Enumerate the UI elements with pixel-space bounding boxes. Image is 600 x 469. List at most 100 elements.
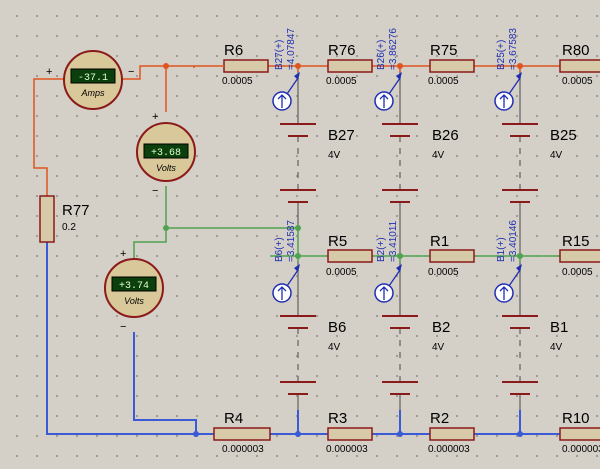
probe-name: B26(+) bbox=[376, 40, 387, 70]
probe-b1[interactable]: B1(+) =3.40146 bbox=[494, 220, 522, 303]
resistor-value: 0.000003 bbox=[428, 444, 470, 455]
meter-reading: +3.74 bbox=[119, 281, 149, 292]
resistor-r1[interactable]: R1 0.0005 bbox=[428, 233, 475, 278]
battery-name: B2 bbox=[432, 319, 450, 336]
probe-b6[interactable]: B6(+) =3.41587 bbox=[272, 220, 300, 303]
resistor-r76[interactable]: R76 0.0005 bbox=[326, 42, 373, 87]
probe-b2[interactable]: B2(+) =3.41011 bbox=[374, 220, 402, 303]
probe-value: =3.41587 bbox=[286, 220, 297, 262]
battery-voltage: 4V bbox=[328, 150, 341, 161]
resistor-value: 0.000003 bbox=[222, 444, 264, 455]
battery-name: B1 bbox=[550, 319, 568, 336]
resistor-value: 0.0005 bbox=[326, 267, 357, 278]
resistor-r10[interactable]: R10 0.000003 bbox=[559, 410, 600, 455]
meter-plus: + bbox=[120, 248, 126, 260]
battery-voltage: 4V bbox=[432, 342, 445, 353]
junction-dot bbox=[517, 63, 523, 69]
wire-inert-upper-to-mid bbox=[297, 202, 521, 256]
resistor-name: R77 bbox=[62, 202, 90, 219]
junction-dot bbox=[517, 253, 523, 259]
resistor-name: R5 bbox=[328, 233, 347, 250]
resistor-value: 0.0005 bbox=[562, 76, 593, 87]
wire-inert-upper-batteries bbox=[297, 136, 521, 190]
junction-dot bbox=[295, 225, 301, 231]
wire-inert-lower-batteries bbox=[297, 328, 521, 382]
wire-inert-top-row bbox=[297, 72, 521, 124]
resistor-r2[interactable]: R2 0.000003 bbox=[428, 410, 475, 455]
resistor-name: R75 bbox=[430, 42, 458, 59]
battery-b27[interactable]: B27 4V bbox=[280, 123, 355, 203]
probe-b26[interactable]: B26(+) =3.86276 bbox=[374, 28, 402, 111]
probe-name: B1(+) bbox=[496, 237, 507, 262]
junction-dot bbox=[397, 253, 403, 259]
resistor-r4[interactable]: R4 0.000003 bbox=[213, 410, 271, 455]
battery-voltage: 4V bbox=[328, 342, 341, 353]
probe-value: =3.41011 bbox=[388, 220, 399, 262]
battery-b25[interactable]: B25 4V bbox=[502, 123, 577, 203]
resistor-name: R6 bbox=[224, 42, 243, 59]
battery-voltage: 4V bbox=[550, 150, 563, 161]
probe-name: B27(+) bbox=[274, 40, 285, 70]
battery-b1[interactable]: B1 4V bbox=[502, 315, 568, 395]
meter-minus: − bbox=[152, 185, 158, 197]
resistor-value: 0.0005 bbox=[222, 76, 253, 87]
meter-label: Volts bbox=[156, 163, 176, 173]
resistor-name: R76 bbox=[328, 42, 356, 59]
resistor-name: R3 bbox=[328, 410, 347, 427]
meter-minus: − bbox=[120, 321, 126, 333]
junction-dot bbox=[163, 63, 169, 69]
probe-name: B2(+) bbox=[376, 237, 387, 262]
voltmeter-bottom[interactable]: +3.74 Volts + − bbox=[104, 248, 164, 333]
resistor-r80[interactable]: R80 0.0005 bbox=[559, 42, 600, 87]
meter-reading: -37.1 bbox=[78, 73, 108, 84]
resistor-value: 0.000003 bbox=[326, 444, 368, 455]
battery-name: B27 bbox=[328, 127, 355, 144]
resistor-r5[interactable]: R5 0.0005 bbox=[326, 233, 373, 278]
resistor-r15[interactable]: R15 0.0005 bbox=[559, 233, 600, 278]
resistor-value: 0.0005 bbox=[428, 267, 459, 278]
resistor-name: R80 bbox=[562, 42, 590, 59]
junction-dot bbox=[163, 225, 169, 231]
wire-negative-bottom-nodes bbox=[297, 410, 521, 434]
battery-voltage: 4V bbox=[432, 150, 445, 161]
probe-value: =4.07847 bbox=[286, 28, 297, 70]
battery-name: B26 bbox=[432, 127, 459, 144]
resistor-r75[interactable]: R75 0.0005 bbox=[428, 42, 475, 87]
junction-dots bbox=[163, 63, 523, 437]
meter-minus: − bbox=[128, 66, 134, 78]
resistor-value: 0.0005 bbox=[428, 76, 459, 87]
wire-inert-lower-to-bottom bbox=[297, 394, 521, 410]
probe-name: B25(+) bbox=[496, 40, 507, 70]
junction-dot bbox=[295, 63, 301, 69]
wire-mid-vmeter1 bbox=[165, 186, 298, 229]
battery-voltage: 4V bbox=[550, 342, 563, 353]
meter-label: Amps bbox=[80, 88, 105, 98]
battery-name: B6 bbox=[328, 319, 346, 336]
junction-dot bbox=[295, 253, 301, 259]
resistor-name: R2 bbox=[430, 410, 449, 427]
wire-negative-vmeter bbox=[133, 332, 197, 434]
resistor-r77[interactable]: R77 0.2 bbox=[39, 195, 90, 243]
probe-b25[interactable]: B25(+) =3.67583 bbox=[494, 28, 522, 111]
battery-b6[interactable]: B6 4V bbox=[280, 315, 346, 395]
probe-value: =3.40146 bbox=[508, 220, 519, 262]
resistor-r6[interactable]: R6 0.0005 bbox=[194, 42, 269, 87]
probe-value: =3.86276 bbox=[388, 28, 399, 70]
resistor-value: 0.0005 bbox=[326, 76, 357, 87]
battery-b26[interactable]: B26 4V bbox=[382, 123, 459, 203]
meter-plus: + bbox=[46, 66, 52, 78]
meter-reading: +3.68 bbox=[151, 148, 181, 159]
voltmeter-top[interactable]: +3.68 Volts + − bbox=[136, 111, 196, 197]
resistor-name: R10 bbox=[562, 410, 590, 427]
resistor-r3[interactable]: R3 0.000003 bbox=[326, 410, 373, 455]
junction-dot bbox=[397, 63, 403, 69]
wire-positive-left bbox=[33, 78, 64, 196]
battery-b2[interactable]: B2 4V bbox=[382, 315, 450, 395]
probe-b27[interactable]: B27(+) =4.07847 bbox=[272, 28, 300, 111]
probe-value: =3.67583 bbox=[508, 28, 519, 70]
resistor-name: R1 bbox=[430, 233, 449, 250]
ammeter[interactable]: -37.1 Amps + − bbox=[46, 50, 134, 110]
wire-mid-vmeter2 bbox=[133, 228, 167, 258]
resistor-name: R15 bbox=[562, 233, 590, 250]
